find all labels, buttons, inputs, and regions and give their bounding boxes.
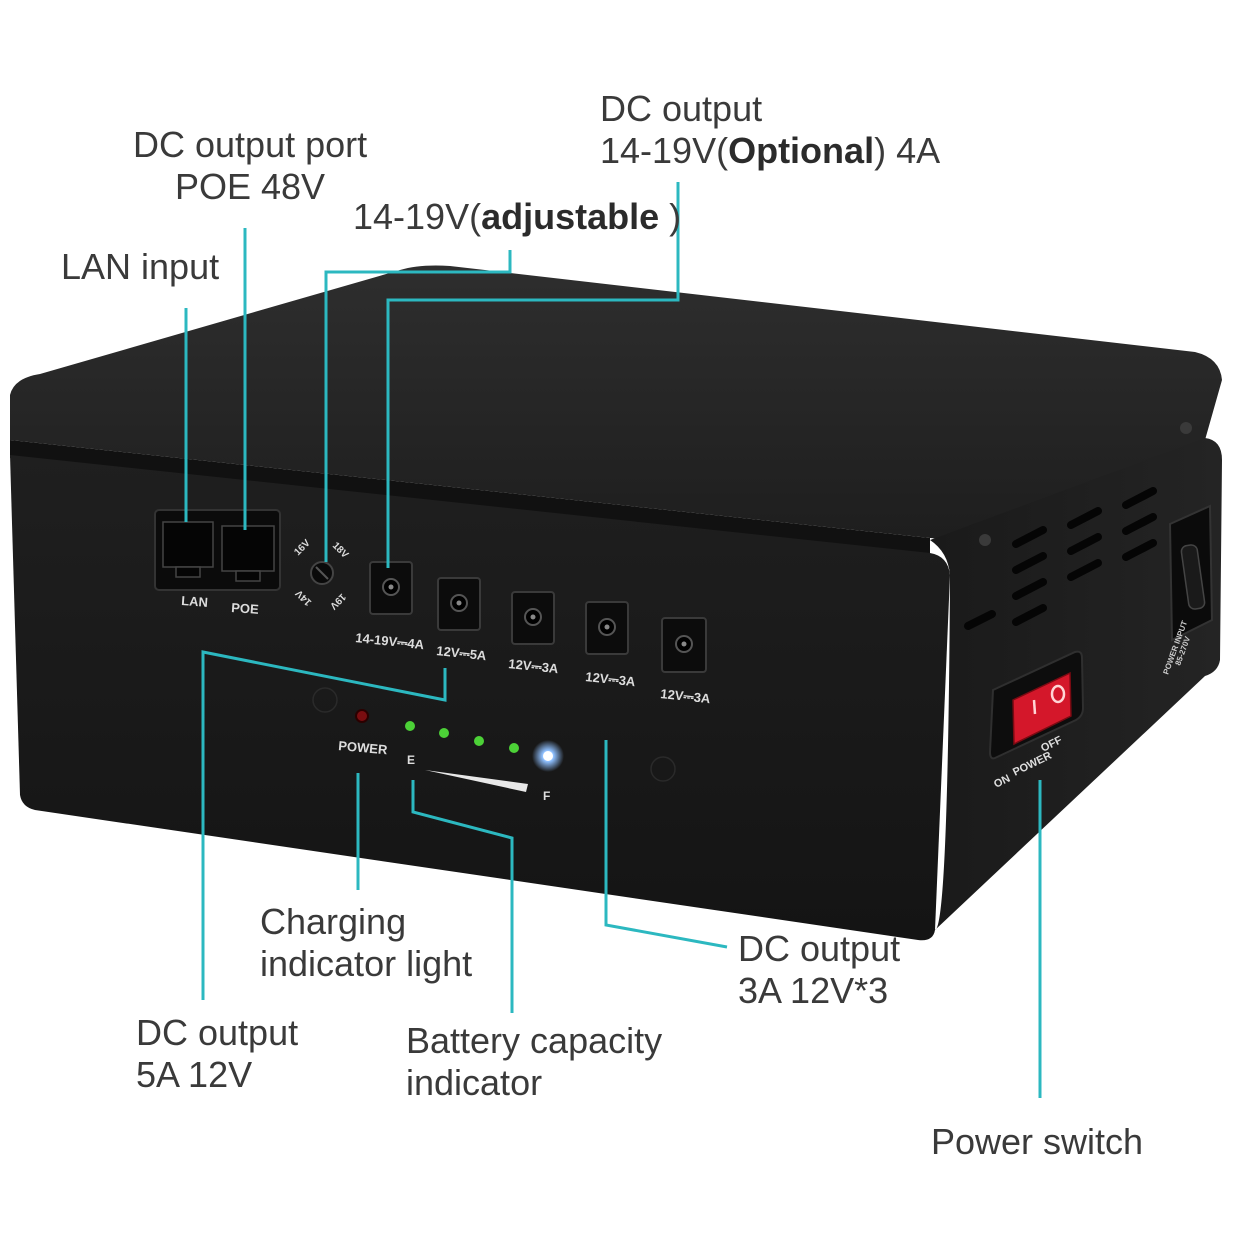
battery-led-2: [439, 728, 449, 738]
callout-dc-optional: DC output 14-19V(Optional) 4A: [600, 88, 940, 172]
dc-port-label-1: 14-19V⎓4A: [355, 630, 426, 652]
battery-led-3: [474, 736, 484, 746]
dc-port-label-5: 12V⎓3A: [660, 686, 712, 706]
callout-dc-3a-line1: DC output: [738, 928, 901, 969]
callout-dc-3a: DC output 3A 12V*3: [738, 928, 900, 1012]
callout-battery-line1: Battery capacity: [406, 1020, 663, 1061]
power-led-label: POWER: [338, 738, 389, 757]
callout-dc-optional-line1: DC output: [600, 88, 763, 129]
gauge-label-f: F: [543, 789, 550, 803]
callout-battery-line2: indicator: [406, 1062, 543, 1103]
port-label-poe: POE: [231, 600, 260, 617]
screw-icons: [979, 422, 1192, 546]
gauge-label-e: E: [407, 753, 415, 767]
callout-poe-line2: POE 48V: [174, 166, 326, 207]
callout-lan: LAN input: [61, 246, 220, 287]
callout-dc-optional-pre: 14-19V(: [600, 130, 729, 171]
leader-dc5a: [201, 650, 447, 1000]
leader-adjust: [324, 250, 512, 562]
callout-adjustable-post: ): [659, 196, 682, 237]
box-top: [10, 265, 1222, 539]
callout-dc-5a-line1: DC output: [136, 1012, 299, 1053]
callout-charging-line2: indicator light: [260, 943, 473, 984]
battery-led-1: [405, 721, 415, 731]
lan-port-icon: [162, 521, 214, 568]
callout-battery: Battery capacity indicator: [406, 1020, 662, 1104]
callout-adjustable-pre: 14-19V(: [353, 196, 482, 237]
leader-battery: [411, 780, 514, 1013]
callout-dc-optional-bold: Optional: [728, 130, 875, 171]
battery-led-4: [509, 743, 519, 753]
callout-adjustable: 14-19V(adjustable ): [353, 196, 681, 238]
charging-led-icon: [543, 751, 553, 761]
dc-port-label-4: 12V⎓3A: [585, 669, 637, 689]
callout-dc-3a-line2: 3A 12V*3: [738, 970, 889, 1011]
callout-charging-line1: Charging: [260, 901, 407, 942]
leader-dc-optional: [386, 182, 680, 568]
battery-gauge-icon: [425, 770, 528, 792]
callout-dc-optional-post: ) 4A: [874, 130, 941, 171]
side-vents: [964, 487, 1157, 630]
dc-port-label-2: 12V⎓5A: [436, 643, 488, 663]
power-switch-icon: [1012, 671, 1072, 746]
dc-port-label-3: 12V⎓3A: [508, 656, 560, 676]
callout-dc-5a-line2: 5A 12V: [136, 1054, 253, 1095]
power-led-icon: [355, 709, 369, 723]
callout-poe: DC output port POE 48V: [133, 124, 367, 208]
dc-barrel-ports: [369, 561, 707, 673]
port-label-lan: LAN: [181, 593, 209, 610]
poe-port-icon: [221, 525, 275, 572]
callout-poe-line1: DC output port: [133, 124, 368, 165]
box-lid-edge: [10, 440, 930, 555]
callout-adjustable-bold: adjustable: [481, 196, 660, 237]
callout-dc-5a: DC output 5A 12V: [136, 1012, 298, 1096]
leader-lines: [184, 182, 1042, 1098]
callout-power-switch: Power switch: [931, 1121, 1144, 1162]
callout-charging: Charging indicator light: [260, 901, 472, 985]
leader-dc3a: [604, 740, 728, 949]
callout-dc-optional-line2: 14-19V(Optional) 4A: [600, 130, 940, 172]
